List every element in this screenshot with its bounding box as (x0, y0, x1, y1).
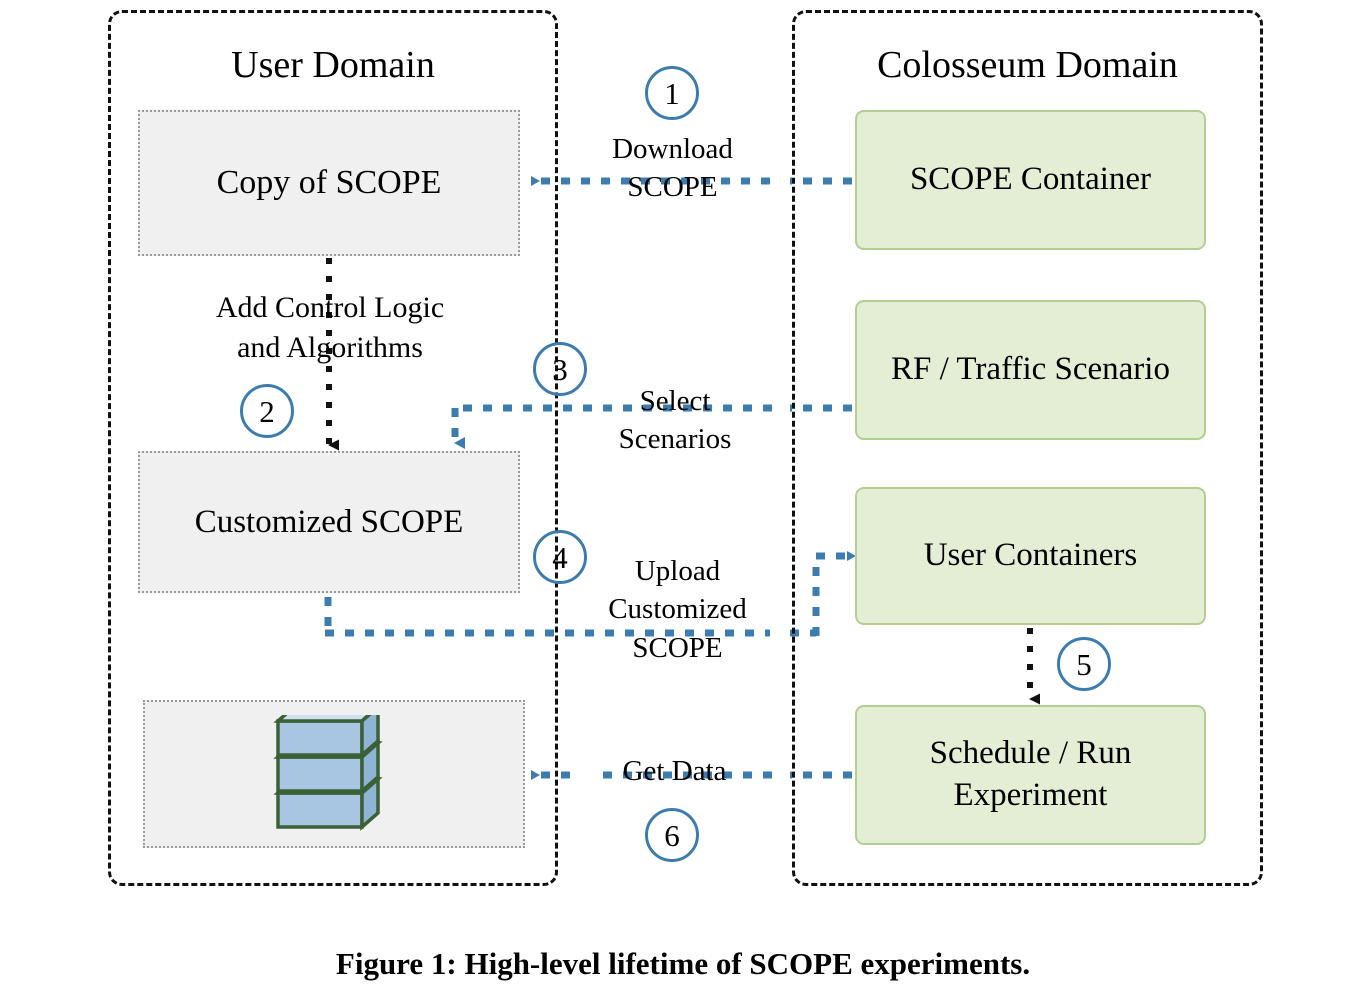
box-user-containers[interactable]: User Containers (855, 487, 1206, 625)
user-domain-title: User Domain (231, 44, 435, 86)
edge-label-get-data: Get Data (622, 755, 727, 787)
box-copy-of-scope[interactable]: Copy of SCOPE (138, 110, 520, 256)
step-badge-3: 3 (533, 342, 587, 396)
step-badge-1: 1 (645, 66, 699, 120)
edge-label-download-scope: Download SCOPE (612, 133, 733, 204)
colosseum-domain-title: Colosseum Domain (877, 44, 1178, 86)
step-badge-5: 5 (1057, 637, 1111, 691)
step-badge-4: 4 (533, 530, 587, 584)
box-schedule-run-experiment[interactable]: Schedule / Run Experiment (855, 705, 1206, 845)
colosseum-domain-container: Colosseum Domain (792, 10, 1263, 886)
box-scope-container[interactable]: SCOPE Container (855, 110, 1206, 250)
edge-label-select-scenarios: Select Scenarios (618, 385, 732, 456)
database-stack-icon (272, 715, 383, 831)
box-customized-scope[interactable]: Customized SCOPE (138, 451, 520, 593)
user-domain-container: User Domain (108, 10, 558, 886)
box-data-store[interactable] (143, 700, 525, 848)
edge-label-add-control-logic: Add Control Logic and Algorithms (215, 291, 445, 364)
step-badge-2: 2 (240, 384, 294, 438)
figure-caption: Figure 1: High-level lifetime of SCOPE e… (335, 946, 1031, 981)
box-rf-traffic-scenario[interactable]: RF / Traffic Scenario (855, 300, 1206, 440)
step-badge-6: 6 (645, 808, 699, 862)
edge-label-upload-customized-scope: Upload Customized SCOPE (608, 555, 747, 664)
